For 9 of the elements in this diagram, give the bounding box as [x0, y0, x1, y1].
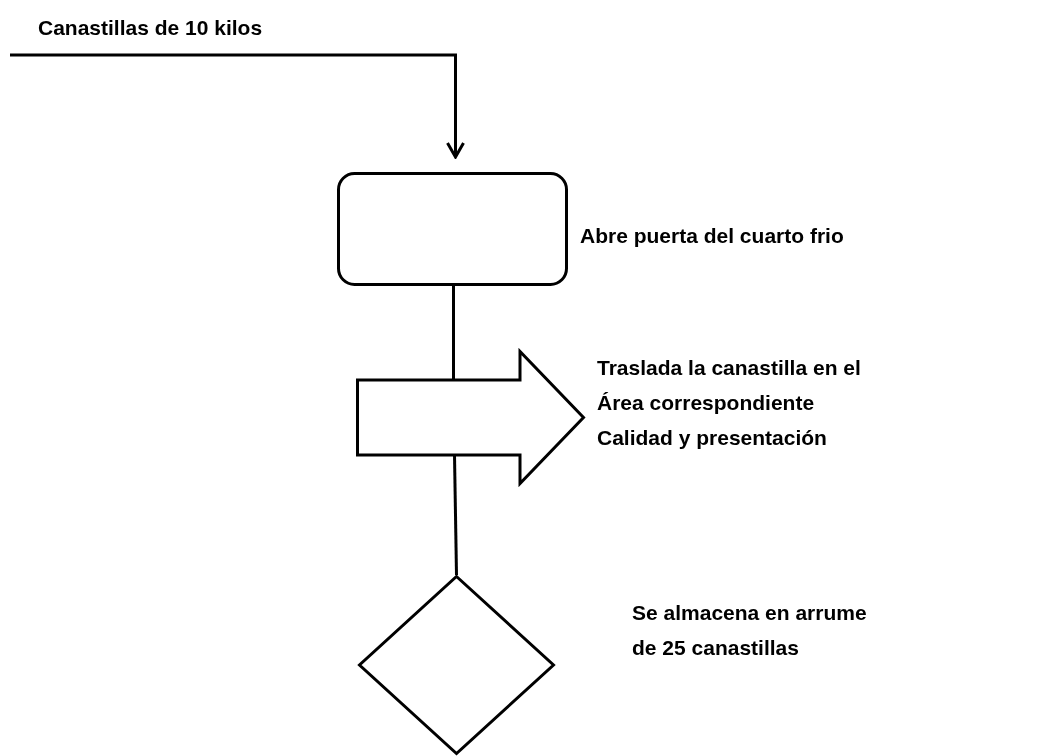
- connector-line: [452, 286, 455, 380]
- input-label: Canastillas de 10 kilos: [38, 16, 263, 40]
- block-arrow-shape: [356, 350, 585, 485]
- step-description: Abre puerta del cuarto frio: [580, 223, 845, 249]
- step-description: Se almacena en arrume de 25 canastillas: [632, 600, 868, 661]
- arrow: [10, 53, 465, 159]
- step-description: Traslada la canastilla en el Área correspondiente Calidad y presentación: [597, 355, 862, 451]
- rounded-process-box: [337, 172, 568, 286]
- decision-diamond: [358, 575, 555, 755]
